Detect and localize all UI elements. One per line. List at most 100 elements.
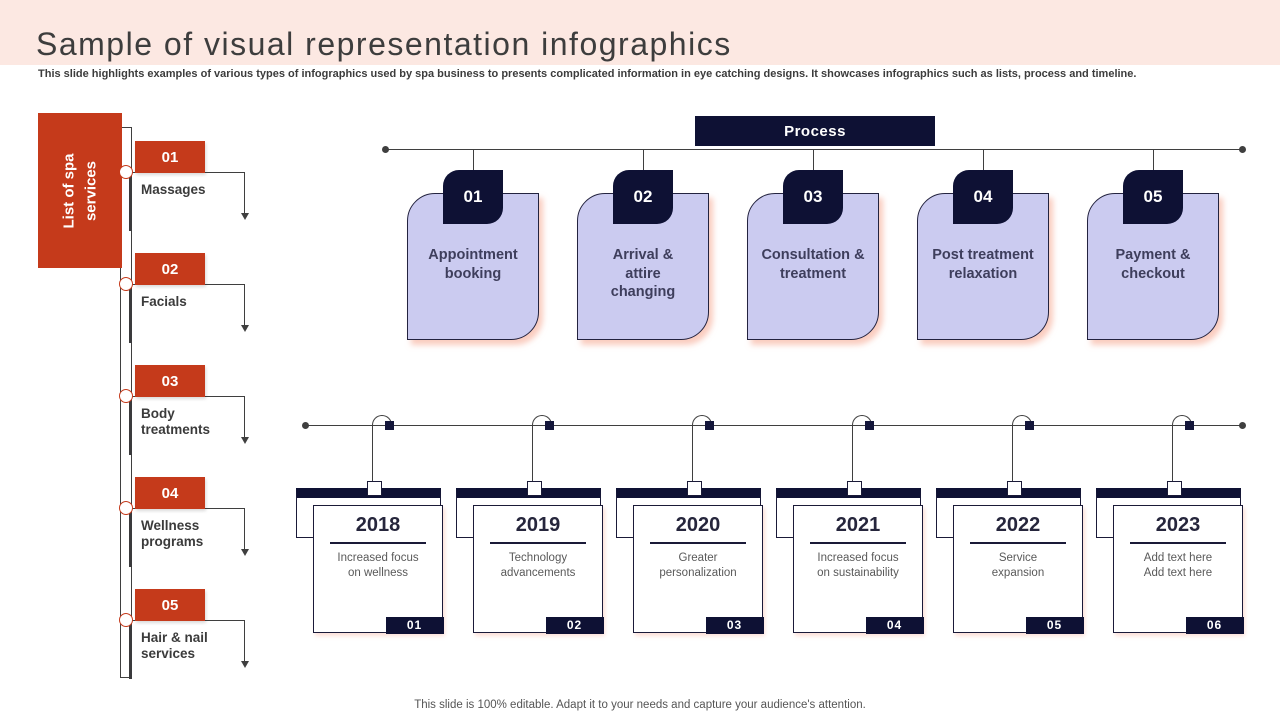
timeline-connector bbox=[372, 425, 373, 482]
list-item-number: 01 bbox=[135, 141, 205, 173]
timeline-card: 2022 Service expansion 05 bbox=[953, 505, 1084, 634]
timeline-entry: 2022 Service expansion 05 bbox=[936, 410, 1086, 640]
list-item-accent-bar bbox=[129, 287, 132, 343]
timeline-number-badge: 02 bbox=[545, 616, 604, 634]
timeline-connector bbox=[852, 425, 853, 482]
process-step-label: Post treatment relaxation bbox=[932, 247, 1034, 282]
timeline-connector bbox=[1012, 425, 1013, 482]
timeline-line-node bbox=[1025, 421, 1034, 430]
spa-services-side-label: List of spa services bbox=[38, 113, 122, 268]
process-step: Consultation & treatment 03 bbox=[747, 149, 879, 349]
timeline-number-badge: 06 bbox=[1185, 616, 1244, 634]
timeline-card: 2021 Increased focus on sustainability 0… bbox=[793, 505, 924, 634]
timeline-number-badge: 03 bbox=[705, 616, 764, 634]
timeline-line-node bbox=[705, 421, 714, 430]
list-item-label: Body treatments bbox=[141, 406, 211, 438]
timeline-card-node bbox=[1167, 481, 1182, 496]
timeline-description: Increased focus on sustainability bbox=[817, 551, 899, 580]
process-header: Process bbox=[695, 116, 935, 146]
list-item: 03 Body treatments bbox=[110, 365, 270, 477]
list-item-number: 03 bbox=[135, 365, 205, 397]
timeline-divider bbox=[970, 542, 1066, 544]
process-connector bbox=[643, 149, 644, 171]
timeline-number-badge: 01 bbox=[385, 616, 444, 634]
timeline-connector bbox=[1172, 425, 1173, 482]
timeline-number-badge: 04 bbox=[865, 616, 924, 634]
process-line-start-dot bbox=[382, 146, 389, 153]
process-step: Post treatment relaxation 04 bbox=[917, 149, 1049, 349]
timeline-divider bbox=[810, 542, 906, 544]
slide-subtitle: This slide highlights examples of variou… bbox=[38, 68, 1137, 80]
timeline-line-node bbox=[865, 421, 874, 430]
timeline-description: Increased focus on wellness bbox=[337, 551, 419, 580]
timeline-year: 2023 bbox=[1155, 514, 1201, 536]
process-connector bbox=[1153, 149, 1154, 171]
list-item-number: 04 bbox=[135, 477, 205, 509]
timeline-entry: 2018 Increased focus on wellness 01 bbox=[296, 410, 446, 640]
list-item-number: 02 bbox=[135, 253, 205, 285]
timeline-divider bbox=[1130, 542, 1226, 544]
timeline-divider bbox=[330, 542, 426, 544]
timeline-line-end-dot bbox=[1239, 422, 1246, 429]
timeline-year: 2019 bbox=[515, 514, 561, 536]
timeline-entry: 2019 Technology advancements 02 bbox=[456, 410, 606, 640]
process-connector bbox=[983, 149, 984, 171]
process-step-number: 02 bbox=[613, 170, 673, 224]
timeline-card: 2023 Add text here Add text here 06 bbox=[1113, 505, 1244, 634]
process-step: Payment & checkout 05 bbox=[1087, 149, 1219, 349]
process-step-label: Arrival & attire changing bbox=[610, 247, 676, 301]
timeline-divider bbox=[650, 542, 746, 544]
process-connector bbox=[813, 149, 814, 171]
list-item-node bbox=[119, 165, 133, 179]
process-step-number: 03 bbox=[783, 170, 843, 224]
timeline-card-node bbox=[847, 481, 862, 496]
timeline-number-badge: 05 bbox=[1025, 616, 1084, 634]
timeline-card-node bbox=[1007, 481, 1022, 496]
timeline-card-node bbox=[367, 481, 382, 496]
list-item-node bbox=[119, 277, 133, 291]
timeline-card-node bbox=[687, 481, 702, 496]
timeline-divider bbox=[490, 542, 586, 544]
process-line bbox=[385, 149, 1243, 150]
timeline-description: Add text here Add text here bbox=[1143, 551, 1213, 580]
list-item-node bbox=[119, 613, 133, 627]
timeline-line-start-dot bbox=[302, 422, 309, 429]
timeline-connector bbox=[692, 425, 693, 482]
timeline-year: 2018 bbox=[355, 514, 401, 536]
timeline-line bbox=[305, 425, 1243, 426]
process-step-number: 05 bbox=[1123, 170, 1183, 224]
timeline-year: 2021 bbox=[835, 514, 881, 536]
timeline-card-node bbox=[527, 481, 542, 496]
timeline-line-node bbox=[1185, 421, 1194, 430]
list-item: 04 Wellness programs bbox=[110, 477, 270, 589]
arrow-down-icon bbox=[241, 325, 249, 332]
timeline-card: 2020 Greater personalization 03 bbox=[633, 505, 764, 634]
arrow-down-icon bbox=[241, 549, 249, 556]
page-title: Sample of visual representation infograp… bbox=[36, 26, 732, 62]
process-step-label: Appointment booking bbox=[428, 247, 518, 282]
title-banner bbox=[0, 0, 1280, 65]
process-step-number: 01 bbox=[443, 170, 503, 224]
timeline-year: 2020 bbox=[675, 514, 721, 536]
timeline-line-node bbox=[545, 421, 554, 430]
process-step-card: Payment & checkout bbox=[1087, 193, 1219, 340]
timeline-year: 2022 bbox=[995, 514, 1041, 536]
list-item-node bbox=[119, 389, 133, 403]
timeline-description: Service expansion bbox=[991, 551, 1045, 580]
list-item-label: Hair & nail services bbox=[141, 630, 208, 662]
timeline-connector bbox=[532, 425, 533, 482]
list-item-label: Facials bbox=[141, 294, 187, 309]
list-item-accent-bar bbox=[129, 623, 132, 679]
timeline-card: 2019 Technology advancements 02 bbox=[473, 505, 604, 634]
footer-note: This slide is 100% editable. Adapt it to… bbox=[414, 699, 866, 711]
process-line-end-dot bbox=[1239, 146, 1246, 153]
arrow-down-icon bbox=[241, 437, 249, 444]
timeline-line-node bbox=[385, 421, 394, 430]
arrow-down-icon bbox=[241, 213, 249, 220]
timeline-description: Technology advancements bbox=[500, 551, 576, 580]
arrow-down-icon bbox=[241, 661, 249, 668]
list-item-accent-bar bbox=[129, 175, 132, 231]
process-connector bbox=[473, 149, 474, 171]
list-item-number: 05 bbox=[135, 589, 205, 621]
